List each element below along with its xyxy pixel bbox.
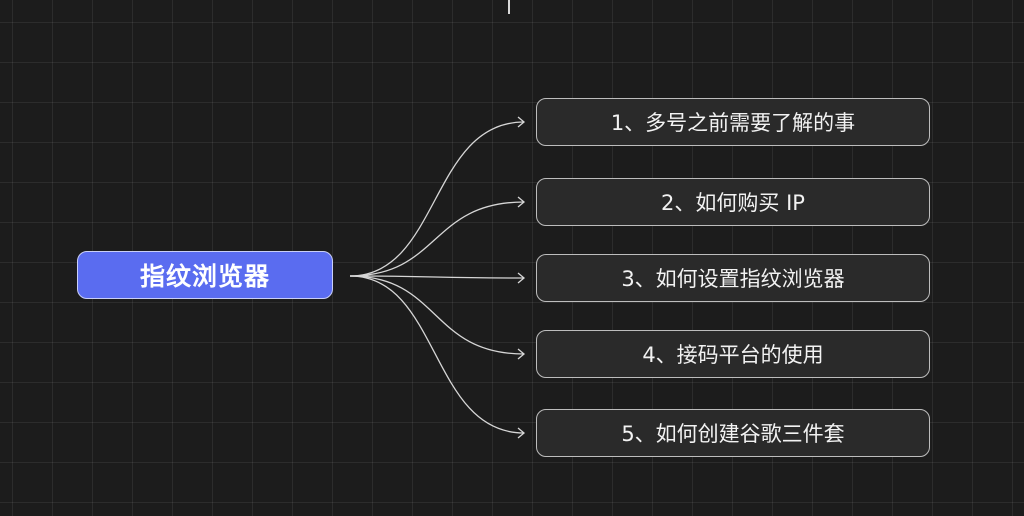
branch-node-label: 4、接码平台的使用 [642, 343, 824, 367]
edge-5 [349, 275, 526, 439]
branch-node-1[interactable]: 1、多号之前需要了解的事 [536, 98, 930, 146]
branch-node-2[interactable]: 2、如何购买 IP [536, 178, 930, 226]
branch-node-5[interactable]: 5、如何创建谷歌三件套 [536, 409, 930, 457]
root-node-label: 指纹浏览器 [139, 262, 270, 291]
edge-2 [349, 196, 526, 277]
branch-node-3[interactable]: 3、如何设置指纹浏览器 [536, 254, 930, 302]
edge-1 [349, 116, 526, 277]
edge-3 [349, 272, 526, 284]
branch-node-label: 2、如何购买 IP [661, 191, 805, 215]
text-cursor [508, 0, 510, 14]
branch-node-label: 1、多号之前需要了解的事 [610, 111, 856, 135]
branch-node-label: 5、如何创建谷歌三件套 [621, 422, 845, 446]
root-node[interactable]: 指纹浏览器 [77, 251, 333, 299]
edge-4 [349, 275, 526, 360]
branch-node-4[interactable]: 4、接码平台的使用 [536, 330, 930, 378]
branch-node-label: 3、如何设置指纹浏览器 [621, 267, 845, 291]
